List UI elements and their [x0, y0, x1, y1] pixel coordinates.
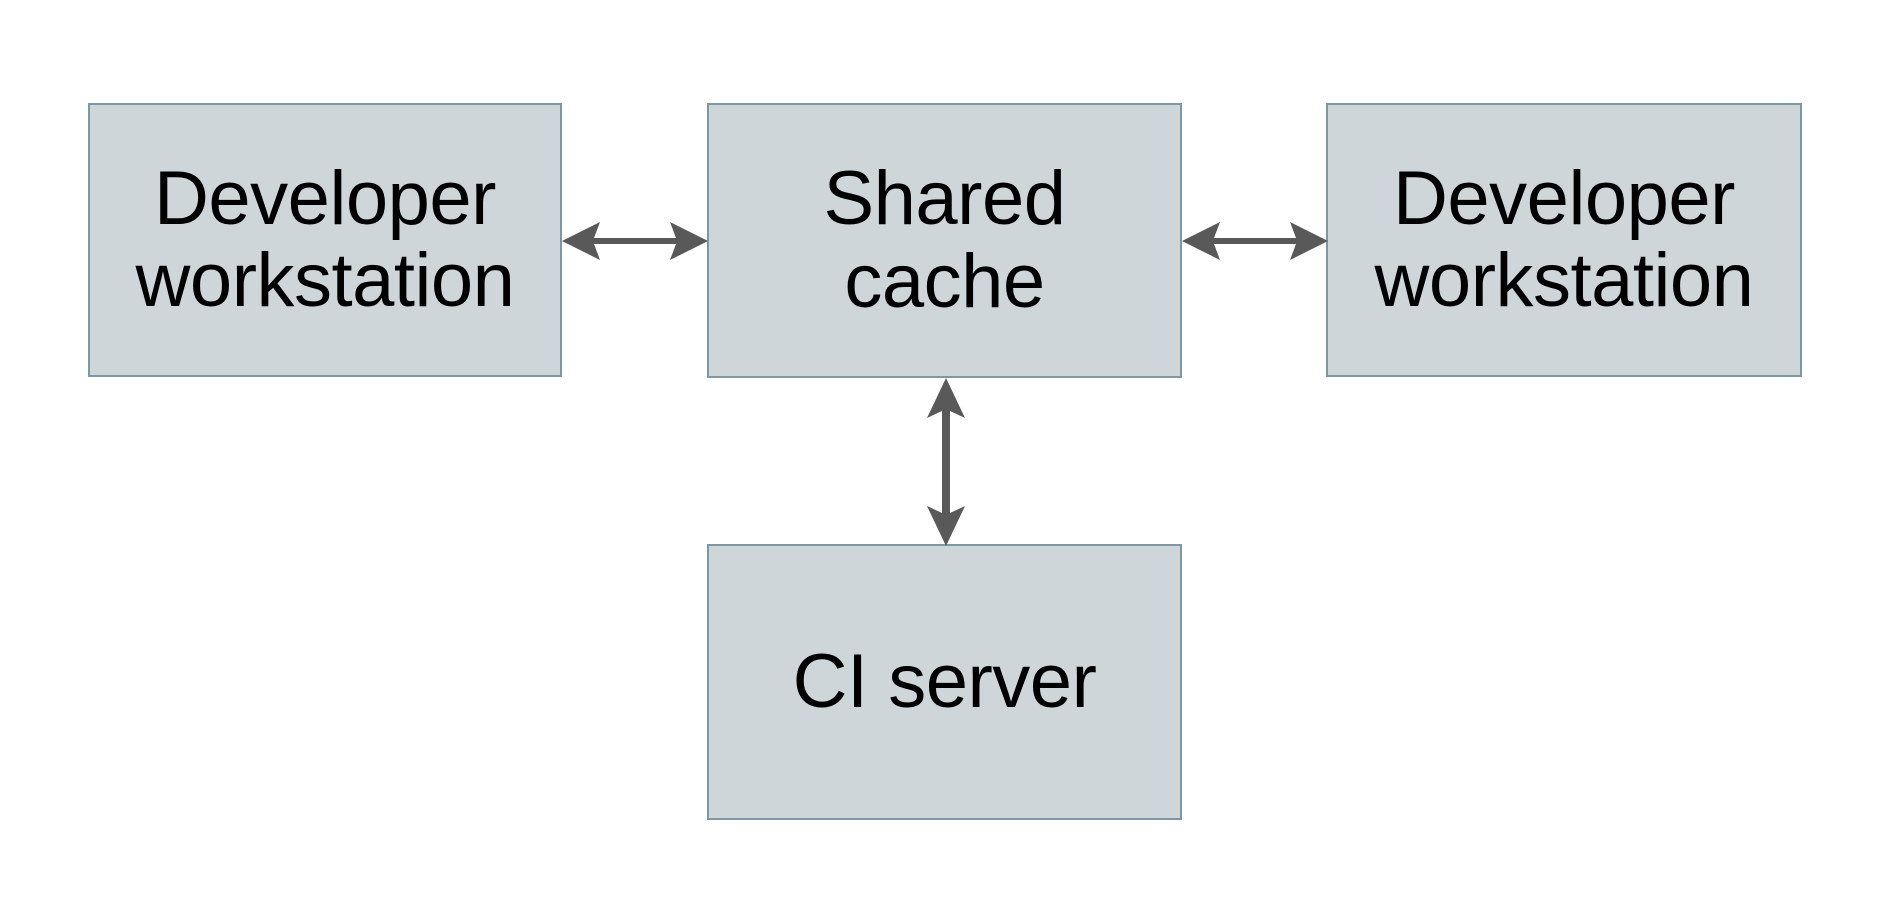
node-label: CI server: [792, 638, 1097, 724]
double-arrow-icon-shared-cache-to-ci-server: [927, 378, 965, 546]
node-developer-workstation-left[interactable]: Developer workstation: [88, 103, 562, 377]
double-arrow-icon-shared-cache-to-dev-right: [1182, 222, 1328, 260]
node-ci-server[interactable]: CI server: [707, 544, 1182, 820]
node-label: Developer workstation: [1374, 155, 1754, 323]
node-label: Shared cache: [823, 156, 1066, 324]
node-shared-cache[interactable]: Shared cache: [707, 103, 1182, 378]
node-label: Developer workstation: [135, 155, 515, 323]
double-arrow-icon-dev-left-to-shared-cache: [562, 222, 708, 260]
node-developer-workstation-right[interactable]: Developer workstation: [1326, 103, 1802, 377]
